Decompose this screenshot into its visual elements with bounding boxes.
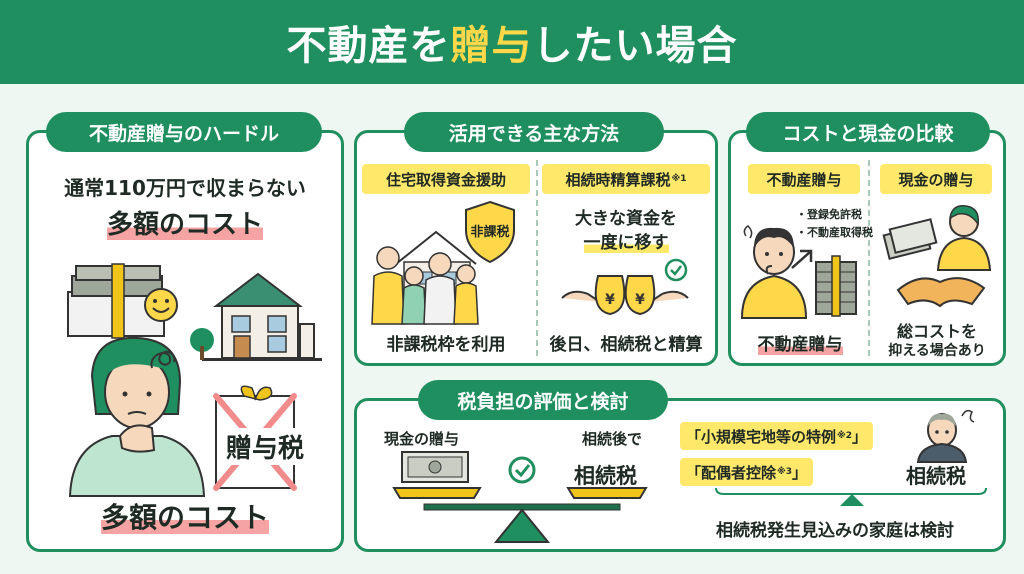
method2-desc-line2-wrap: 一度に移す [542, 228, 710, 253]
compare-col1-label: 不動産贈与 [748, 164, 860, 194]
panel-methods-title: 活用できる主な方法 [404, 112, 664, 152]
eval-bottom-text: 相続税発生見込みの家庭は検討 [716, 521, 954, 541]
method2-caption: 後日、相続税と精算 [549, 335, 703, 355]
family-house-icon [371, 230, 479, 325]
hurdle-line2-wrap: 多額のコスト [36, 204, 334, 241]
title-part2: したい場合 [532, 23, 738, 69]
bracket-pointer-icon [715, 487, 987, 506]
tax-item-acquisition: ・不動産取得税 [796, 226, 873, 239]
eval-left-label: 現金の贈与 [384, 430, 460, 448]
methods-divider [536, 160, 538, 356]
title-part1: 不動産を [286, 23, 451, 69]
cash-stack-icon [815, 255, 857, 317]
bag1-symbol: ¥ [605, 292, 615, 308]
arrow-up-icon [791, 249, 813, 269]
worried-person-icon [68, 336, 206, 497]
eval-right-label-line2: 相続税 [574, 464, 637, 488]
panel-hurdles-title: 不動産贈与のハードル [46, 112, 322, 152]
title-highlight: 贈与 [450, 23, 533, 69]
elderly-man-icon [916, 409, 975, 463]
money-bags-icon: ¥ ¥ [561, 275, 689, 316]
compare-col2-label: 現金の贈与 [880, 164, 992, 194]
thinking-man-icon [740, 225, 808, 319]
special-measure-1: 「小規模宅地等の特例※2」 [680, 422, 874, 450]
compare-divider [868, 160, 870, 356]
method2-desc-line2: 一度に移す [583, 233, 669, 253]
house-icon [190, 272, 322, 361]
special1-close: 」 [852, 427, 868, 446]
panel-compare-title: コストと現金の比較 [746, 112, 990, 152]
method2-label: 相続時精算課税 [565, 170, 671, 189]
compare-col2-caption-line1: 総コストを [896, 322, 977, 341]
method2-label-wrap: 相続時精算課税※1 [542, 164, 710, 194]
tax-item-registration: ・登録免許税 [796, 208, 862, 221]
special1-text: 「小規模宅地等の特例 [686, 427, 837, 446]
compare-col1-caption-wrap: 不動産贈与 [738, 330, 862, 355]
method1-label: 住宅取得資金援助 [362, 164, 530, 194]
shield-icon [465, 200, 515, 264]
eval-right-label-line1: 相続後で [582, 430, 643, 448]
method1-caption: 非課税枠を利用 [386, 335, 506, 355]
balance-scale-icon [392, 451, 648, 543]
compare-col1-caption: 不動産贈与 [757, 335, 843, 355]
header-bar [0, 0, 1024, 84]
worry-scribble-icon [150, 350, 176, 369]
smiley-icon [144, 288, 178, 322]
special2-text: 「配偶者控除 [686, 463, 777, 482]
method2-desc-line1: 大きな資金を [575, 209, 677, 229]
page-title: 不動産を 贈与 したい場合 [0, 0, 1024, 84]
special2-close: 」 [792, 463, 808, 482]
special1-note: ※2 [837, 431, 853, 441]
bag2-symbol: ¥ [635, 292, 645, 308]
special2-note: ※3 [777, 467, 793, 477]
hurdle-line1: 通常110万円で収まらない [64, 176, 306, 200]
panel-eval-title: 税負担の評価と検討 [418, 380, 668, 420]
hurdle-bottom: 多額のコスト [100, 501, 269, 534]
special-measure-2: 「配偶者控除※3」 [680, 458, 814, 486]
eval-person-label: 相続税 [906, 464, 966, 488]
gift-tax-label: 贈与税 [226, 428, 305, 465]
hurdle-line2: 多額のコスト [106, 210, 263, 240]
compare-col2-caption-line2: 抑える場合あり [888, 343, 986, 359]
method2-note: ※1 [671, 174, 687, 184]
handshake-cash-icon [882, 205, 992, 308]
hurdle-bottom-wrap: 多額のコスト [36, 496, 334, 536]
checkmark-icon [664, 258, 688, 282]
tax-free-badge: 非課税 [470, 225, 510, 240]
